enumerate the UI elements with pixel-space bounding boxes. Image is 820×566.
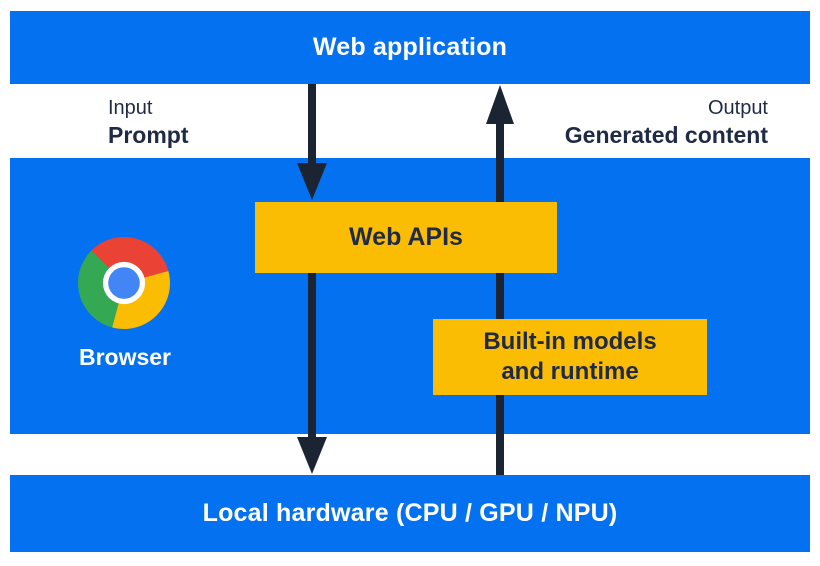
prompt-label: Prompt xyxy=(108,122,189,148)
web-application-bar: Web application xyxy=(10,11,810,84)
builtin-models-label-line2: and runtime xyxy=(501,358,639,385)
input-prompt-labels: Input Prompt xyxy=(108,95,189,150)
builtin-models-box: Built-in models and runtime xyxy=(433,319,707,395)
chrome-logo-icon xyxy=(78,237,170,329)
output-generated-labels: Output Generated content xyxy=(565,95,768,150)
browser-label: Browser xyxy=(78,344,172,370)
web-apis-label: Web APIs xyxy=(349,223,463,251)
local-hardware-label: Local hardware (CPU / GPU / NPU) xyxy=(202,499,618,527)
input-caption: Input xyxy=(108,97,153,119)
web-apis-box: Web APIs xyxy=(255,202,557,273)
web-application-label: Web application xyxy=(312,33,508,61)
generated-content-label: Generated content xyxy=(564,122,768,148)
output-caption: Output xyxy=(707,97,768,119)
local-hardware-bar: Local hardware (CPU / GPU / NPU) xyxy=(10,475,810,552)
builtin-models-label-line1: Built-in models xyxy=(483,328,657,355)
